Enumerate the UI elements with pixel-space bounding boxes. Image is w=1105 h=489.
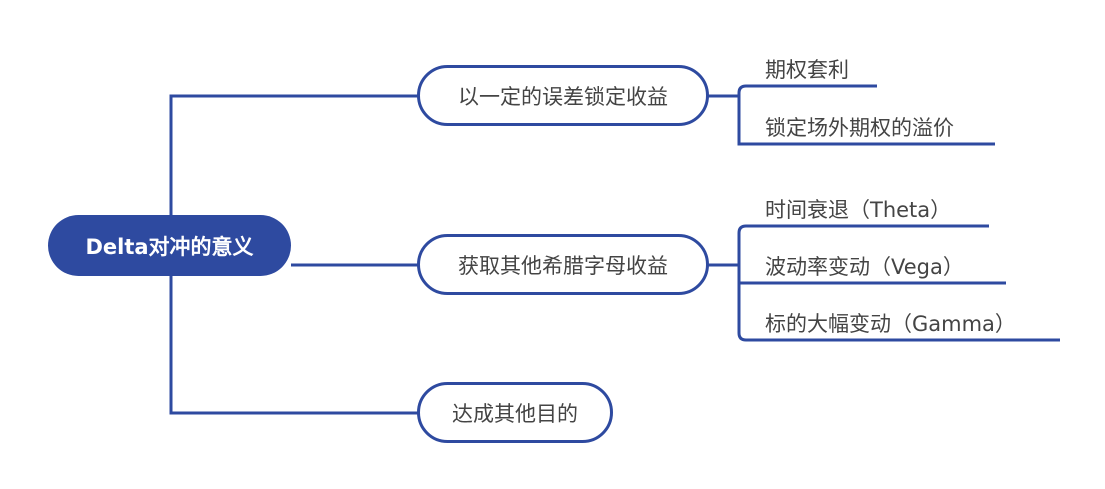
- leaf-option-arbitrage[interactable]: 期权套利: [765, 58, 849, 82]
- leaf-theta[interactable]: 时间衰退（Theta）: [765, 198, 952, 222]
- branch-label: 获取其他希腊字母收益: [458, 253, 668, 278]
- leaf-otc-premium[interactable]: 锁定场外期权的溢价: [765, 116, 954, 140]
- connector-root-branch-3: [169, 276, 418, 415]
- root-label: Delta对冲的意义: [85, 234, 254, 259]
- connector-branch-1-bracket: [737, 84, 995, 146]
- branch-node-greeks-profit[interactable]: 获取其他希腊字母收益: [417, 234, 709, 295]
- branch-node-other-goals[interactable]: 达成其他目的: [417, 382, 613, 443]
- leaf-vega[interactable]: 波动率变动（Vega）: [765, 255, 964, 279]
- leaf-gamma[interactable]: 标的大幅变动（Gamma）: [765, 312, 1016, 336]
- connector-root-branch-1: [169, 94, 418, 215]
- branch-label: 达成其他目的: [452, 401, 578, 426]
- branch-label: 以一定的误差锁定收益: [458, 84, 668, 109]
- root-node[interactable]: Delta对冲的意义: [48, 215, 291, 276]
- branch-node-lock-profit[interactable]: 以一定的误差锁定收益: [417, 65, 709, 126]
